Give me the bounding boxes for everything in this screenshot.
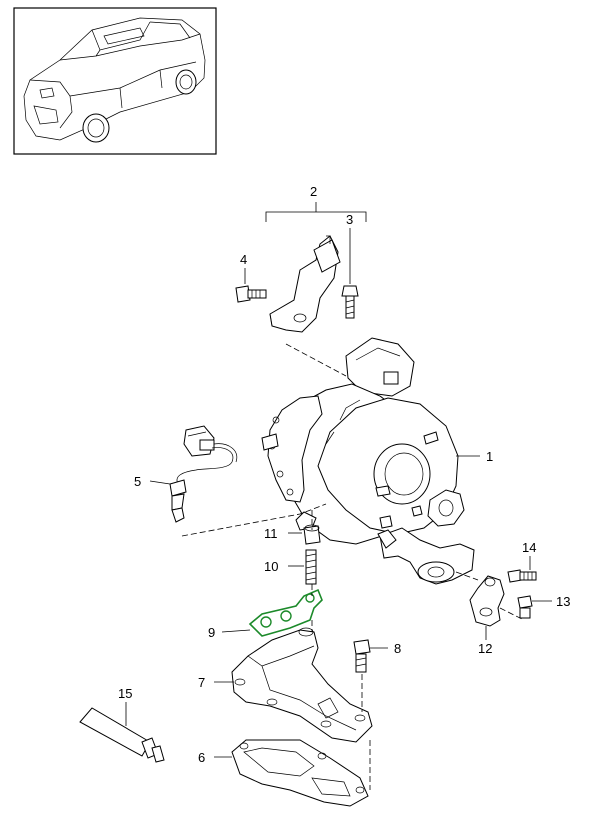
part-10-stud <box>305 549 317 585</box>
callout-14: 14 <box>522 540 536 555</box>
callout-1: 1 <box>486 449 493 464</box>
part-15-sealant-tube <box>79 707 165 763</box>
callout-8: 8 <box>394 641 401 656</box>
vehicle-thumbnail <box>13 7 217 155</box>
part-12-bracket <box>469 575 505 627</box>
callout-7: 7 <box>198 675 205 690</box>
part-9-gasket <box>248 588 323 637</box>
part-5-sensor <box>169 425 238 523</box>
callout-5: 5 <box>134 474 141 489</box>
part-4-bolt <box>235 268 267 303</box>
part-13-bolt <box>517 595 533 619</box>
callout-13: 13 <box>556 594 570 609</box>
part-7-support-bracket <box>231 627 373 743</box>
part-8-bolt <box>353 639 371 673</box>
part-1-turbocharger <box>261 337 475 585</box>
callout-3: 3 <box>346 212 353 227</box>
callout-12: 12 <box>478 641 492 656</box>
part-14-bolt <box>507 569 537 583</box>
callout-4: 4 <box>240 252 247 267</box>
part-2-bracket <box>269 235 341 333</box>
callout-2: 2 <box>310 184 317 199</box>
callout-15: 15 <box>118 686 132 701</box>
part-6-gasket <box>231 739 369 807</box>
part-11-nut <box>303 524 321 545</box>
part-3-bolt <box>341 228 359 319</box>
callout-11: 11 <box>264 526 278 541</box>
callout-6: 6 <box>198 750 205 765</box>
callout-10: 10 <box>264 559 278 574</box>
callout-9: 9 <box>208 625 215 640</box>
